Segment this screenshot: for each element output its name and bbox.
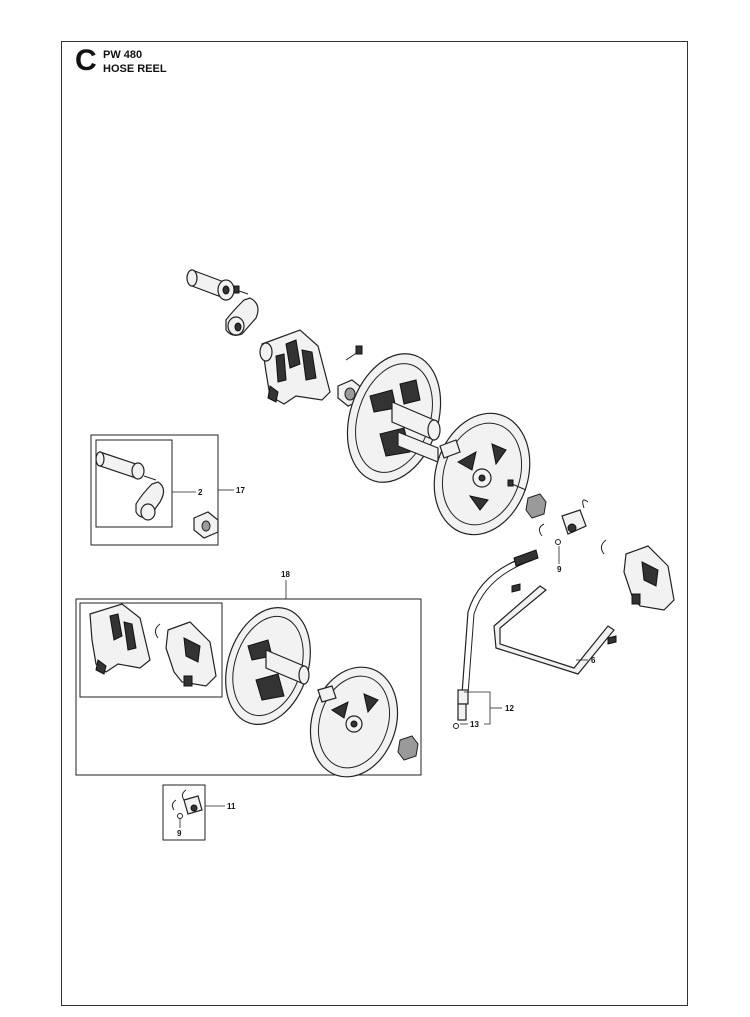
callout-13: 13: [470, 720, 479, 729]
callout-6: 6: [591, 656, 596, 665]
callout-17: 17: [236, 486, 245, 495]
swivel-fitting: [538, 499, 589, 545]
kit-2-box: [95, 439, 173, 528]
sheet-title: HOSE REEL: [103, 63, 167, 75]
kit-right-bracket: [154, 621, 217, 687]
kit-18-inner-box: [79, 602, 223, 698]
retaining-clip: [600, 539, 607, 555]
section-letter: C: [75, 44, 97, 77]
drawing-frame: [61, 41, 688, 1006]
crank-arm: [225, 297, 259, 336]
handle-grip: [186, 269, 235, 301]
high-pressure-hose: [457, 549, 539, 721]
callout-2: 2: [198, 488, 203, 497]
swivel-bolt: [507, 479, 527, 491]
reel-nut: [525, 493, 547, 519]
kit-11-box: [162, 784, 206, 841]
kit-18-box: [75, 598, 422, 776]
callout-9-kit: 9: [177, 829, 182, 838]
model-label: PW 480: [103, 49, 143, 61]
reel-handle: [493, 583, 617, 675]
left-frame-bracket: [259, 329, 331, 405]
callout-12: 12: [505, 704, 514, 713]
kit-crank: [135, 475, 165, 521]
right-frame-bracket: [623, 545, 675, 611]
callout-9-main: 9: [557, 565, 562, 574]
kit-drum-front: [225, 607, 311, 725]
grip-screw: [233, 285, 249, 295]
kit-drum-rear: [309, 666, 399, 778]
o-ring: [453, 723, 459, 729]
kit-left-bracket: [89, 603, 151, 675]
callout-18: 18: [281, 570, 290, 579]
reel-drum-front: [346, 353, 442, 483]
callout-11: 11: [227, 802, 236, 811]
kit-nut: [397, 735, 419, 761]
kit-bushing: [193, 511, 219, 539]
kit-swivel: [171, 789, 203, 819]
kit-grip: [95, 451, 145, 480]
bracket-bolt: [345, 345, 363, 361]
reel-drum-rear: [433, 412, 531, 536]
